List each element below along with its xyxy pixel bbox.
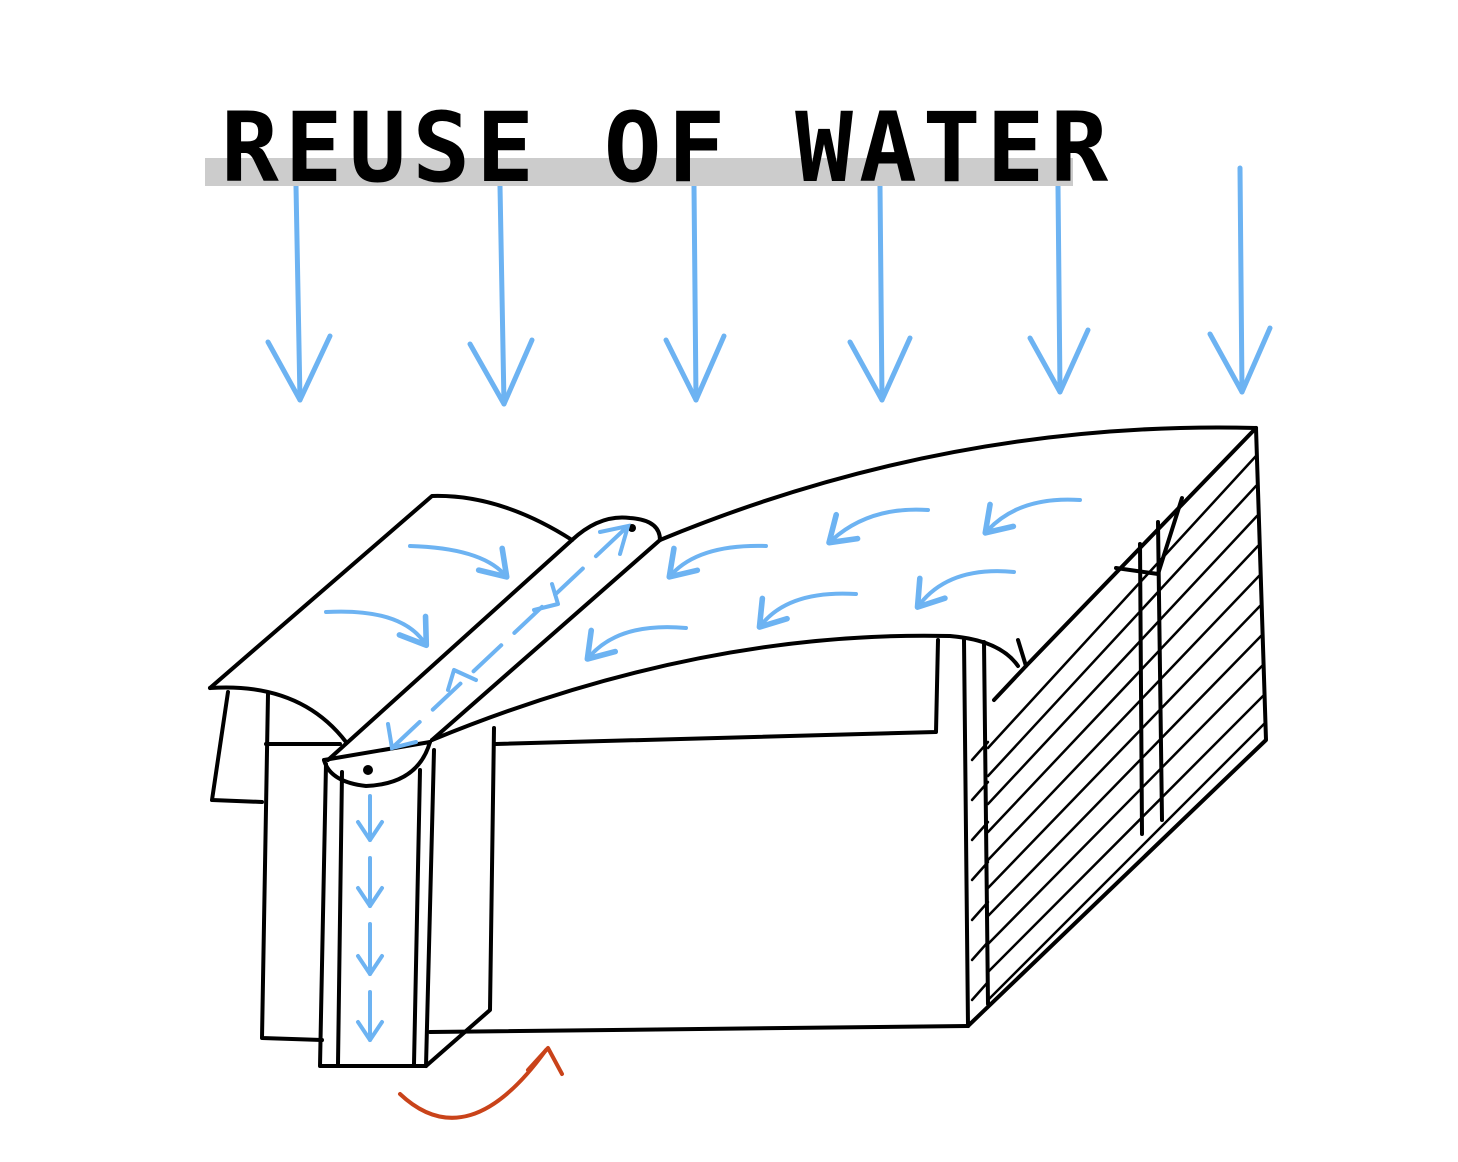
rain-arrow (1027, 183, 1091, 395)
flow-arrow (756, 591, 858, 630)
downpipe-flow (356, 794, 384, 1042)
flow-arrow (914, 569, 1016, 610)
flow-arrow (584, 625, 688, 662)
rain-arrow (1207, 165, 1273, 395)
flow-arrow (982, 497, 1082, 536)
flow-arrow (324, 609, 430, 649)
title-underline-bar (205, 158, 1073, 186)
rain-arrows (265, 165, 1273, 407)
building (208, 425, 1268, 1068)
drain-hole-bottom (363, 765, 373, 775)
rain-arrow (847, 183, 913, 403)
flow-arrow (666, 543, 768, 580)
diagram-title: REUSE OF WATER (221, 92, 1115, 204)
rain-arrow (467, 183, 535, 407)
flow-arrow (408, 544, 510, 580)
wall-hatching (970, 454, 1266, 1002)
title-block: REUSE OF WATER (205, 98, 1108, 198)
gutter-flow (386, 523, 631, 751)
reuse-outflow-arrow (398, 1046, 564, 1120)
flow-arrow (826, 507, 930, 546)
rain-arrow (265, 183, 333, 403)
roof-flow-arrows (324, 497, 1082, 662)
rain-arrow (663, 183, 727, 403)
